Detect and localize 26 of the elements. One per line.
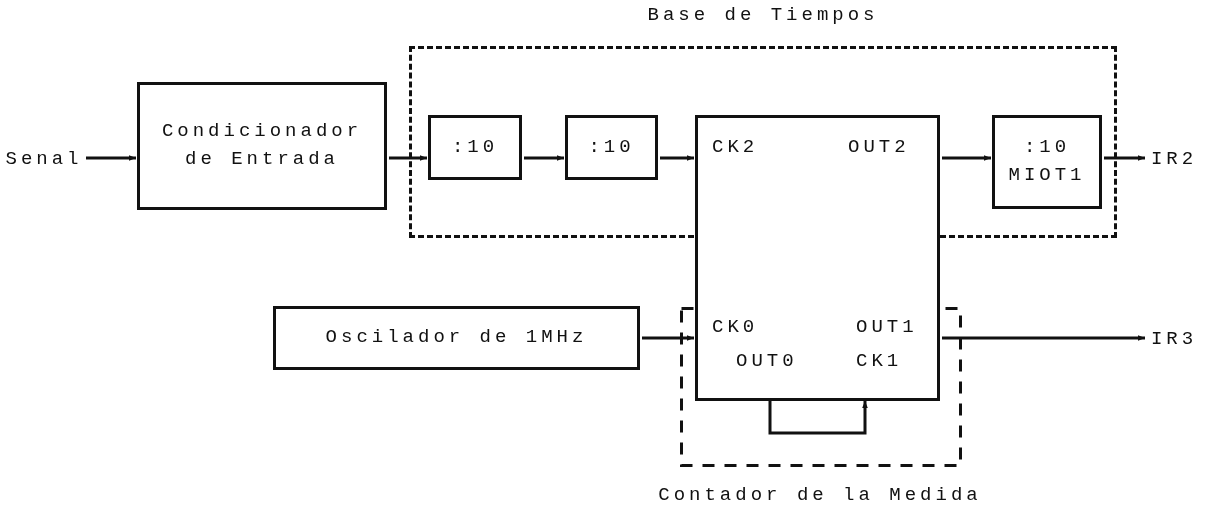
pin-label: CK0 bbox=[712, 315, 759, 340]
arrow bbox=[660, 155, 694, 161]
counter-chip-box bbox=[695, 115, 940, 401]
block-box: Condicionador de Entrada bbox=[137, 82, 387, 210]
block-box: :10 bbox=[565, 115, 658, 180]
signal-label: Senal bbox=[4, 146, 84, 172]
signal-label: IR3 bbox=[1146, 326, 1202, 352]
arrow bbox=[1104, 155, 1145, 161]
arrow bbox=[389, 155, 427, 161]
pin-label: CK2 bbox=[712, 135, 759, 160]
pin-label: OUT2 bbox=[848, 135, 910, 160]
arrow bbox=[942, 155, 991, 161]
pin-label: CK1 bbox=[856, 349, 903, 374]
arrow bbox=[942, 335, 1145, 341]
pin-label: OUT1 bbox=[856, 315, 918, 340]
group-title: Base de Tiempos bbox=[647, 4, 879, 26]
block-box: Oscilador de 1MHz bbox=[273, 306, 640, 370]
block-box: :10 MIOT1 bbox=[992, 115, 1102, 209]
arrow bbox=[524, 155, 564, 161]
arrow bbox=[642, 335, 694, 341]
signal-label: IR2 bbox=[1146, 146, 1202, 172]
group-title: Contador de la Medida bbox=[657, 484, 983, 506]
pin-label: OUT0 bbox=[736, 349, 798, 374]
arrow bbox=[86, 155, 136, 161]
block-box: :10 bbox=[428, 115, 522, 180]
arrow bbox=[768, 401, 868, 435]
